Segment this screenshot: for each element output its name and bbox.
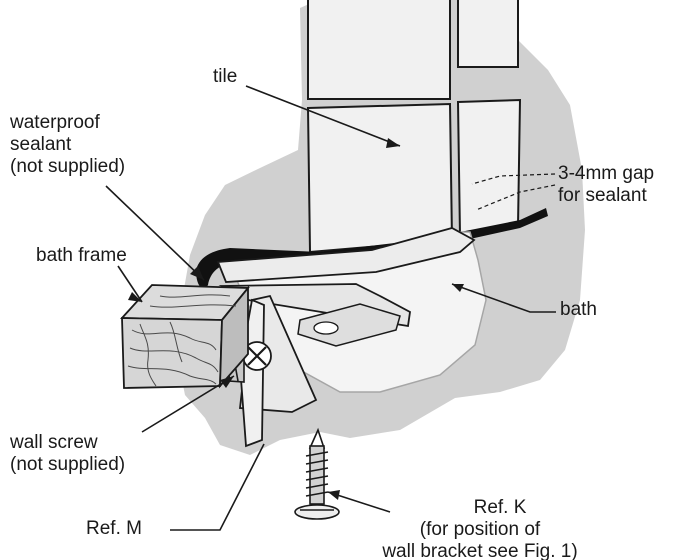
bracket-hole [313, 321, 339, 335]
gap-leader-lower [475, 184, 556, 211]
label-waterproof-line-1: waterproof [10, 112, 100, 133]
label-wall-screw: wall screw (not supplied) [10, 432, 125, 476]
wood-grain [127, 294, 237, 387]
label-waterproof-sealant: waterproof sealant (not supplied) [10, 112, 125, 178]
bath-rim-top [216, 227, 476, 283]
tile-top-left [307, 0, 451, 100]
bath-frame-front [121, 317, 223, 389]
label-waterproof-line-3: (not supplied) [10, 156, 126, 177]
label-waterproof-line-2: sealant [10, 134, 72, 155]
leader-lines [105, 85, 556, 531]
label-tile: tile [213, 66, 238, 87]
label-gap-line-2: for sealant [558, 185, 647, 206]
label-gap: 3-4mm gap for sealant [558, 163, 654, 207]
tile-grid [306, 0, 522, 254]
label-ref-m: Ref. M [86, 518, 142, 539]
ref-k-screw [294, 427, 340, 520]
tile-main [306, 102, 454, 254]
label-gap-line-1: 3-4mm gap [558, 163, 655, 184]
tile-top-right [457, 0, 519, 68]
tile-leader [245, 85, 401, 147]
label-ref-k: Ref. K (for position of wall bracket see… [300, 497, 660, 560]
tile-right [456, 98, 522, 238]
screw-cross-icon [247, 346, 267, 366]
arrowheads [128, 138, 464, 500]
label-ref-k-line-2: (for position of [419, 519, 541, 540]
bath-leader [451, 283, 556, 313]
label-ref-k-line-1: Ref. K [473, 497, 527, 518]
label-bath-frame: bath frame [36, 245, 127, 266]
bath-frame-side [219, 285, 249, 389]
label-wall-screw-line-1: wall screw [10, 432, 98, 453]
label-ref-k-line-3: wall bracket see Fig. 1) [382, 541, 578, 560]
label-wall-screw-line-2: (not supplied) [10, 454, 126, 475]
ref-m-leader [170, 443, 265, 531]
sealant-leader [105, 185, 205, 281]
bath-frame-leader [117, 265, 143, 303]
sealant-bead [196, 208, 548, 289]
wall-screw-leader [141, 375, 235, 433]
label-bath: bath [560, 299, 597, 320]
bracket-slot-plate [297, 303, 401, 347]
